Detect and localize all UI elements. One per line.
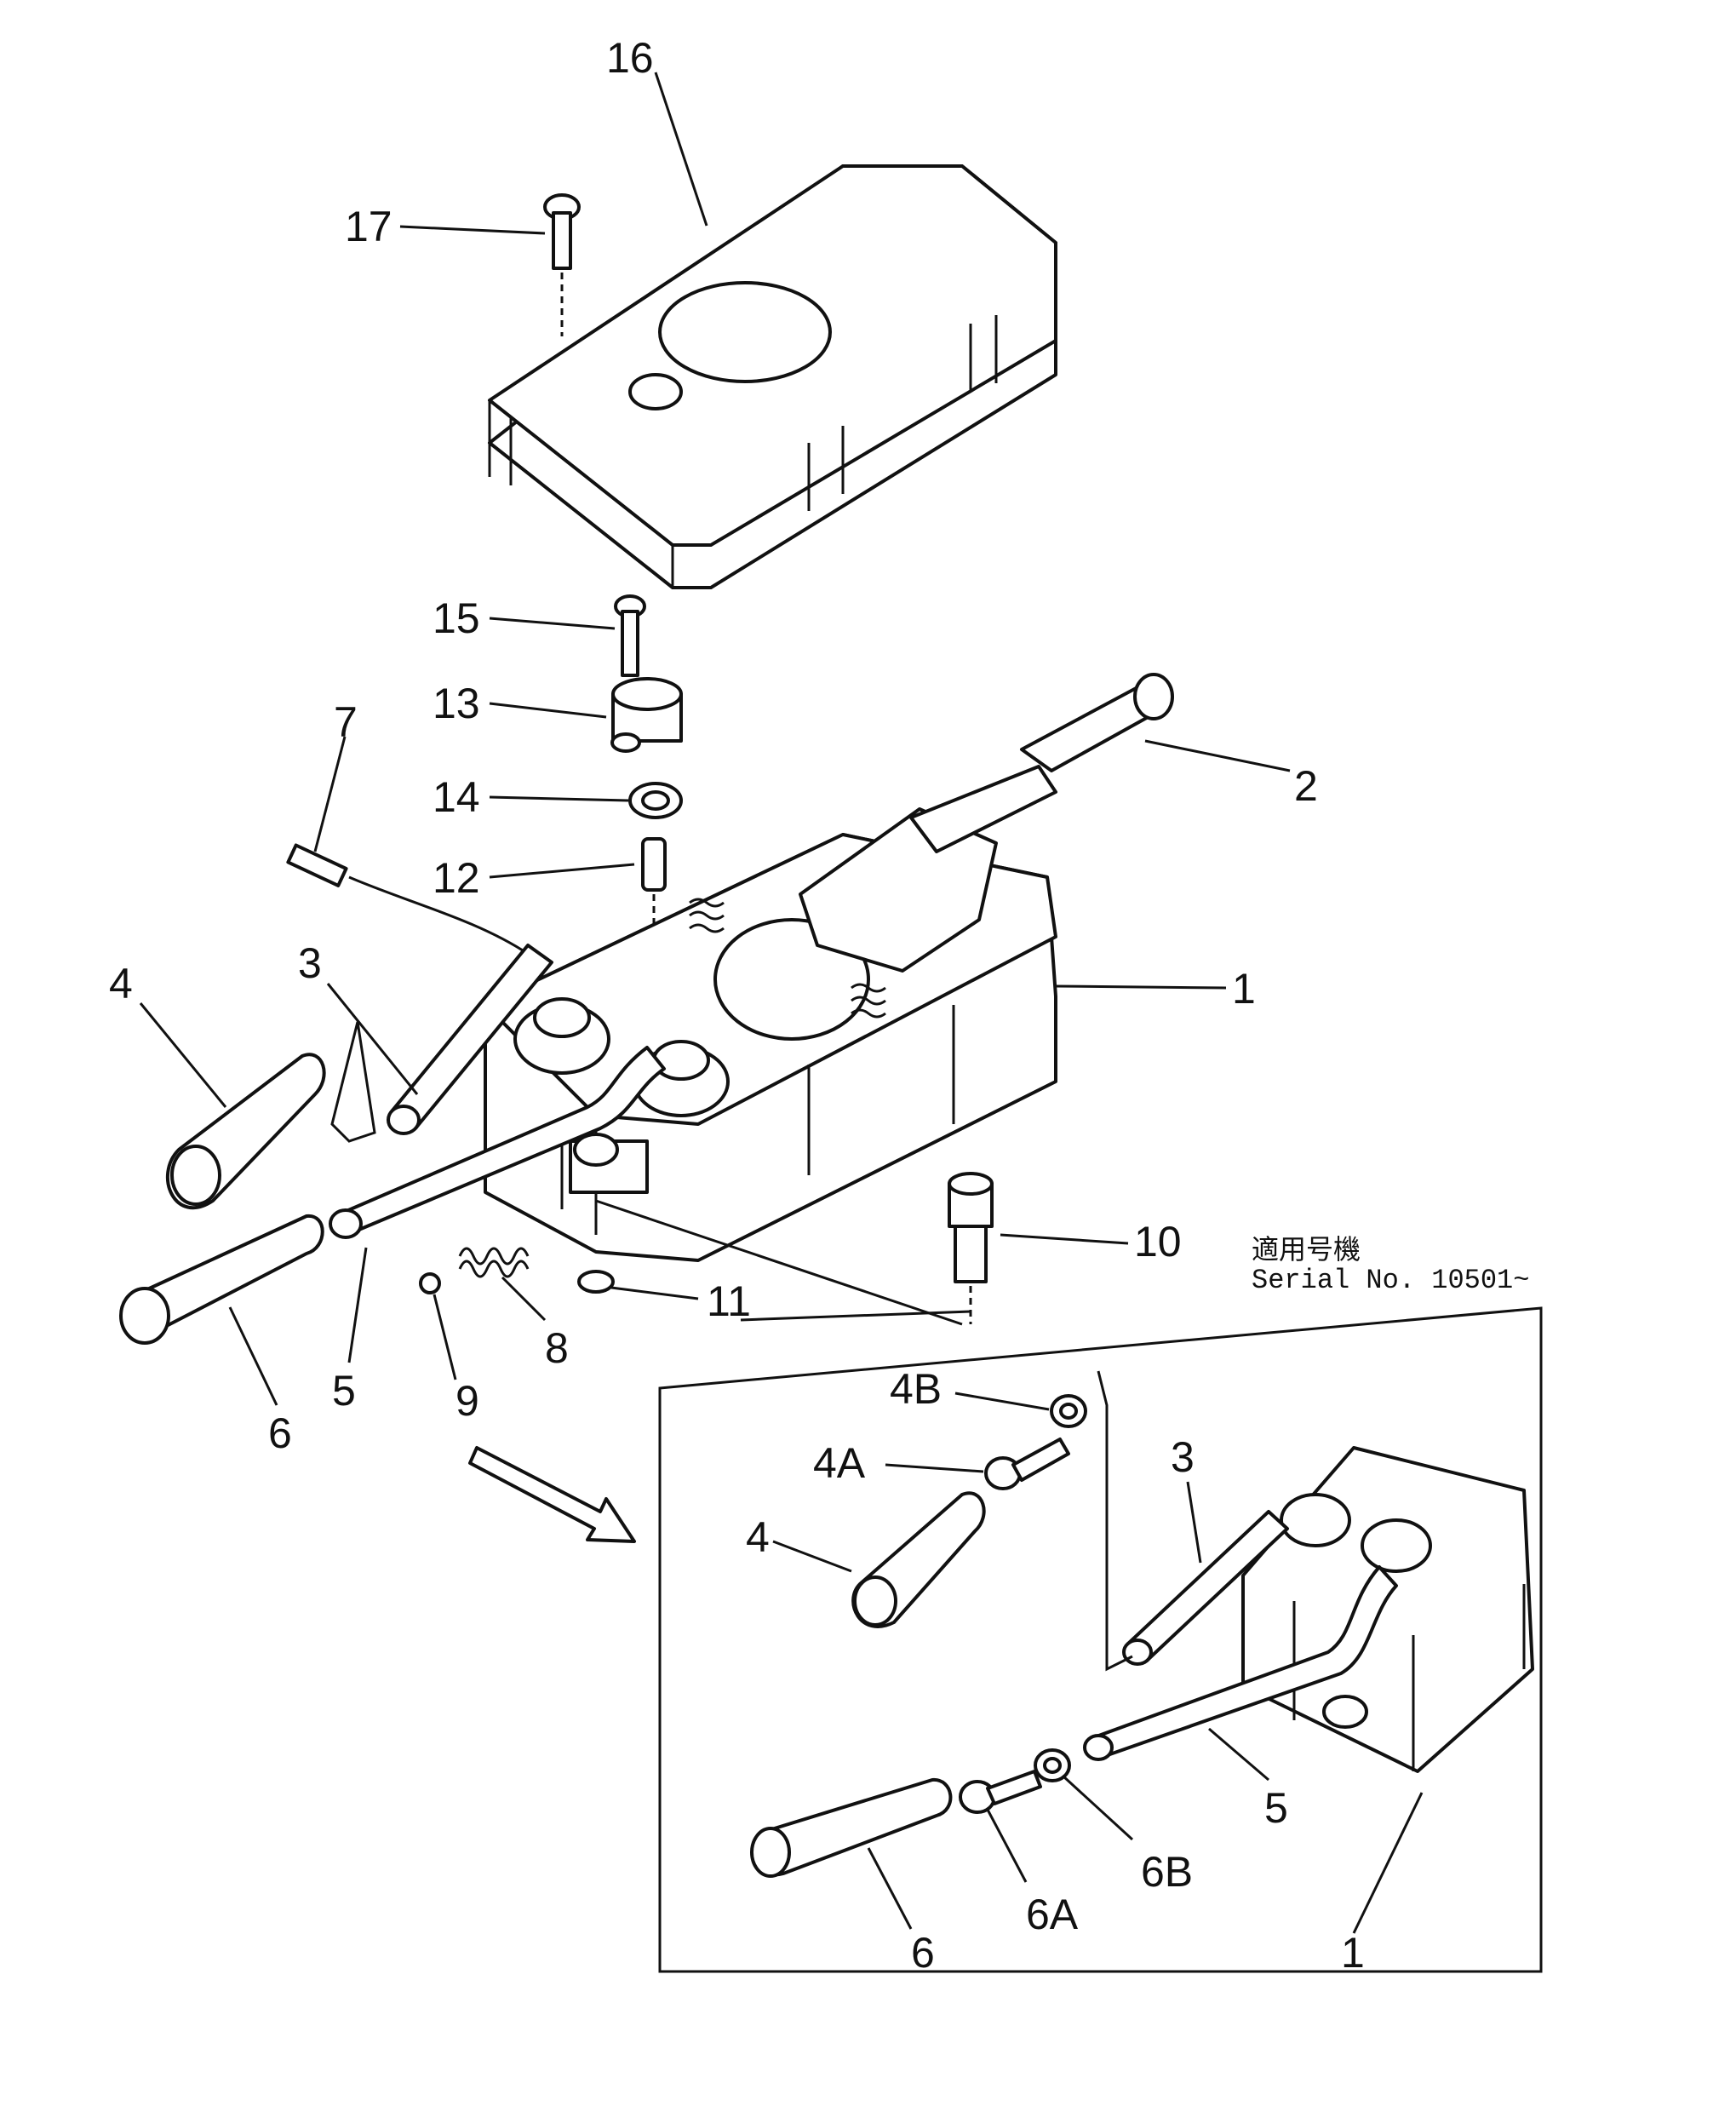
inset-callout-1: 1 (1341, 1929, 1365, 1977)
inset-callout-6B: 6B (1141, 1848, 1193, 1896)
callout-8: 8 (545, 1324, 569, 1372)
serial-note-label: Serial No. 10501~ (1252, 1265, 1529, 1296)
part-9-ball (419, 1272, 441, 1294)
callout-16: 16 (606, 34, 654, 82)
part-6-knob (119, 1214, 324, 1345)
inset-part-5-lever (1083, 1565, 1398, 1761)
callout-14: 14 (433, 773, 480, 821)
inset-callout-4B: 4B (890, 1365, 942, 1413)
part-12-pin (641, 837, 667, 892)
callout-17: 17 (345, 203, 392, 250)
serial-inset-box (658, 1306, 1543, 1973)
inset-callout-4: 4 (746, 1513, 770, 1561)
part-7-pin (286, 843, 529, 956)
part-10-bolt (948, 1172, 994, 1324)
callout-6: 6 (268, 1409, 292, 1457)
part-17-screw (543, 193, 581, 336)
callout-leaders (139, 72, 1291, 1406)
inset-callout-6A: 6A (1026, 1891, 1079, 1938)
serial-note-japanese: 適用号機 (1252, 1235, 1361, 1267)
callout-10: 10 (1134, 1218, 1182, 1265)
callout-9: 9 (455, 1377, 479, 1425)
inset-guide-line (1097, 1370, 1133, 1672)
callout-1: 1 (1232, 965, 1256, 1013)
part-15-screw (614, 594, 646, 677)
inset-callout-6: 6 (911, 1929, 935, 1977)
inset-part-6B-nut (1034, 1748, 1071, 1782)
part-5-lever (329, 1046, 666, 1239)
inset-callout-5: 5 (1264, 1784, 1288, 1832)
inset-part-6-knob (750, 1777, 953, 1878)
inset-part-3-lever (1122, 1510, 1289, 1666)
part-3-lever (387, 944, 553, 1135)
callout-2: 2 (1294, 762, 1318, 810)
callout-4: 4 (109, 960, 133, 1007)
part-16-cover (488, 164, 1057, 589)
callout-7: 7 (334, 698, 358, 746)
arrow-to-inset (468, 1446, 636, 1543)
part-2-lever (799, 673, 1174, 973)
lever-guide-line (330, 1021, 376, 1143)
inset-part-4-knob (851, 1491, 986, 1628)
callout-15: 15 (433, 594, 480, 642)
part-4-knob (165, 1053, 326, 1209)
inset-part-1-body (1241, 1446, 1534, 1773)
callout-13: 13 (433, 680, 480, 727)
part-13-block (610, 677, 683, 753)
part-14-washer (628, 782, 683, 819)
inset-part-4A-bolt (984, 1438, 1070, 1490)
part-8-spring (458, 1247, 530, 1278)
inset-part-6A-bolt (959, 1770, 1042, 1814)
inset-callout-leaders (772, 1392, 1424, 1934)
inset-callout-3: 3 (1171, 1433, 1195, 1481)
inset-callout-4A: 4A (813, 1439, 866, 1487)
callout-12: 12 (433, 854, 480, 902)
callout-11: 11 (707, 1277, 751, 1325)
inset-part-4B-nut (1050, 1394, 1087, 1428)
callout-3: 3 (298, 939, 322, 987)
part-11-clip (577, 1270, 615, 1294)
callout-5: 5 (332, 1367, 356, 1415)
